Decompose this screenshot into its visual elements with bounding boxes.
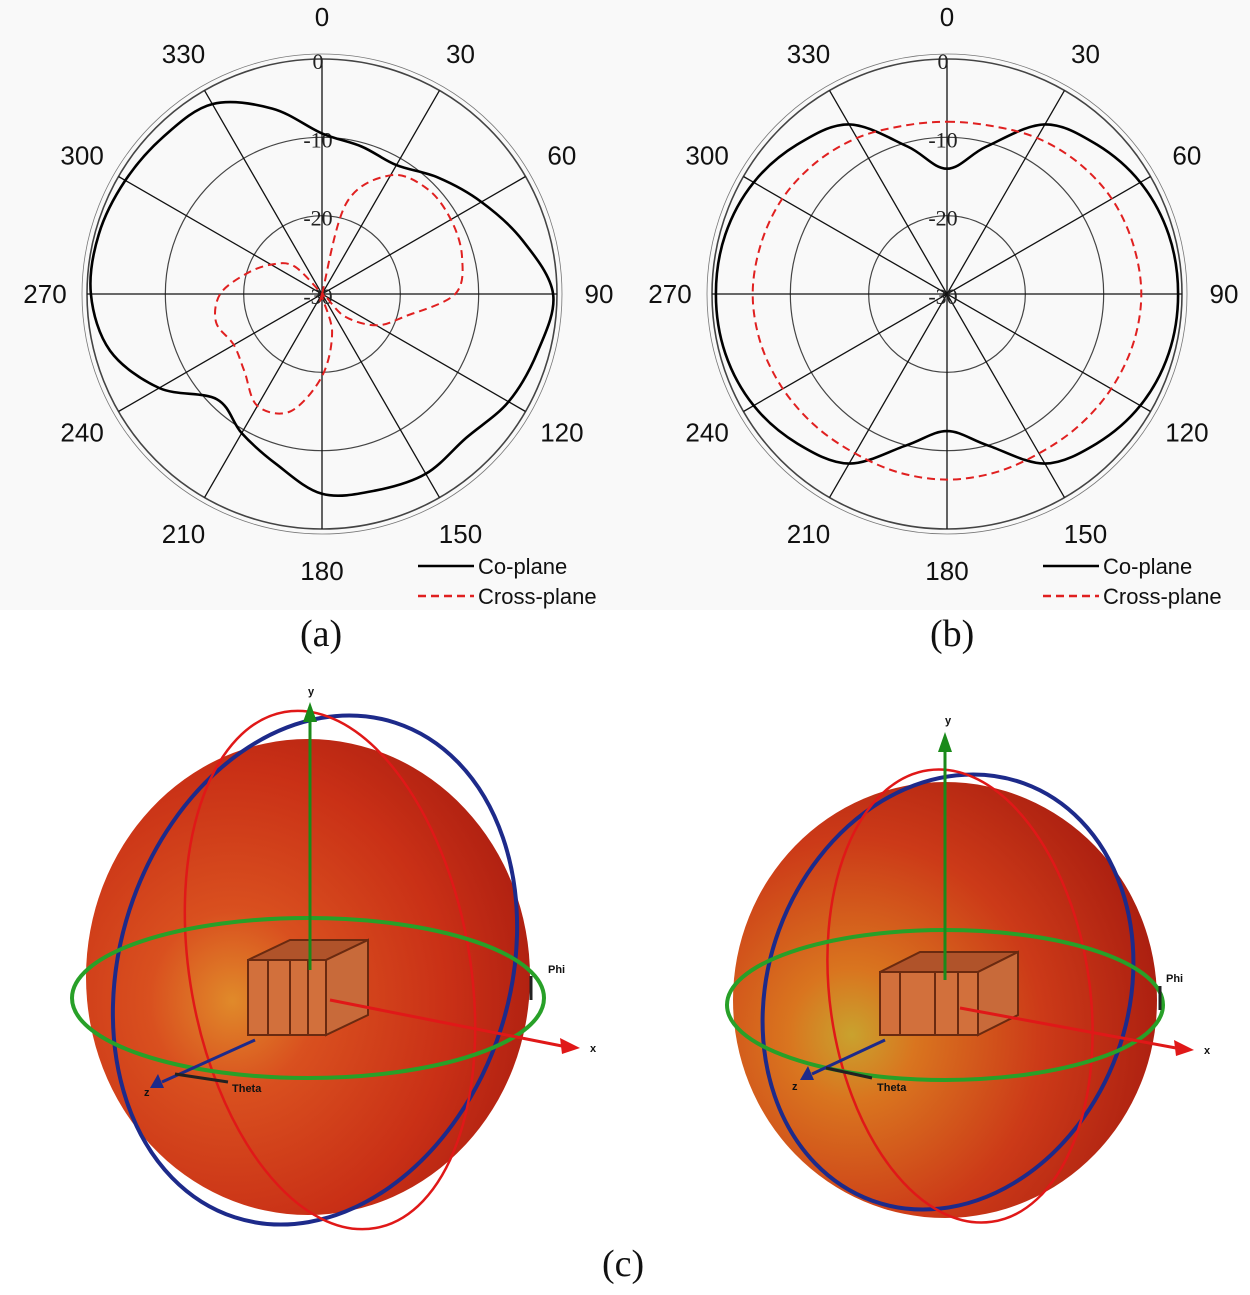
angle-tick-label: 30 — [1071, 39, 1100, 69]
theta-label: Theta — [877, 1082, 907, 1094]
phi-label: Phi — [548, 964, 565, 976]
angle-tick-label: 120 — [540, 418, 583, 448]
radiation-pattern-3d: y x z Phi Theta y x z Phi Theta — [70, 686, 1211, 1231]
z-axis-label: z — [144, 1087, 150, 1099]
y-axis-label: y — [308, 686, 315, 698]
polar-outer-ring — [706, 53, 1188, 535]
angle-tick-label: 30 — [446, 39, 475, 69]
angle-tick-label: 90 — [585, 279, 614, 309]
caption-b: (b) — [930, 613, 975, 655]
radial-tick-label: -30 — [928, 284, 957, 309]
angle-tick-label: 240 — [685, 418, 728, 448]
angle-tick-label: 60 — [547, 141, 576, 171]
antenna-cube — [247, 938, 369, 1037]
angle-tick-label: 150 — [1064, 519, 1107, 549]
radial-tick-label: 0 — [313, 49, 324, 74]
x-axis-arrow — [329, 998, 563, 1048]
polar-chart-a: 0-10-20-30030609012015018021024027030033… — [0, 0, 625, 610]
angle-tick-label: 180 — [300, 556, 343, 586]
angle-tick-label: 210 — [787, 519, 830, 549]
z-axis-arrow — [811, 1038, 886, 1076]
caption-c: (c) — [602, 1243, 645, 1285]
x-axis-label: x — [590, 1043, 597, 1055]
x-axis-label: x — [1204, 1045, 1211, 1057]
series-line-co-plane — [714, 123, 1180, 465]
series-line-cross-plane — [751, 120, 1143, 481]
legend-label: Cross-plane — [478, 584, 597, 609]
radial-tick-label: -30 — [303, 284, 332, 309]
legend-label: Cross-plane — [1103, 584, 1222, 609]
angle-tick-label: 210 — [162, 519, 205, 549]
angle-tick-label: 90 — [1210, 279, 1239, 309]
red-great-circle — [183, 709, 477, 1231]
angle-tick-label: 0 — [940, 2, 954, 32]
green-phi-circle — [70, 916, 546, 1080]
angle-tick-label: 120 — [1165, 418, 1208, 448]
angle-tick-label: 240 — [60, 418, 103, 448]
z-axis-label: z — [792, 1081, 798, 1093]
legend-label: Co-plane — [478, 554, 567, 579]
angle-tick-label: 300 — [685, 141, 728, 171]
theta-label: Theta — [232, 1083, 262, 1095]
angle-tick-label: 0 — [315, 2, 329, 32]
radial-tick-label: -20 — [928, 206, 957, 231]
polar-outer-ring — [81, 53, 563, 535]
angle-tick-label: 270 — [648, 279, 691, 309]
angle-tick-label: 150 — [439, 519, 482, 549]
angle-tick-label: 300 — [60, 141, 103, 171]
y-axis-label: y — [945, 715, 952, 727]
radial-tick-label: -20 — [303, 206, 332, 231]
x-axis-arrow — [959, 1006, 1177, 1050]
sphere-left: y x z Phi Theta — [70, 686, 597, 1231]
caption-a: (a) — [300, 613, 343, 655]
blue-great-circle — [760, 772, 1136, 1212]
antenna-cube — [879, 950, 1019, 1037]
angle-tick-label: 270 — [23, 279, 66, 309]
angle-tick-label: 60 — [1172, 141, 1201, 171]
polar-chart-b: 0 -10 -20 -30 0 30 60 90 120 150 180 210 240 270 300 33… — [625, 0, 1250, 610]
angle-tick-label: 330 — [162, 39, 205, 69]
red-great-circle — [826, 768, 1094, 1224]
series-line-co-plane — [89, 100, 555, 497]
sphere-right: y x z Phi Theta — [725, 715, 1211, 1224]
phi-label: Phi — [1166, 973, 1183, 985]
series-line-cross-plane — [214, 173, 464, 415]
radial-tick-label: -10 — [928, 127, 957, 152]
legend-label: Co-plane — [1103, 554, 1192, 579]
polar-spoke — [828, 90, 1066, 498]
blue-great-circle — [110, 713, 520, 1227]
angle-tick-label: 330 — [787, 39, 830, 69]
radial-tick-label: 0 — [938, 49, 949, 74]
angle-tick-label: 180 — [925, 556, 968, 586]
